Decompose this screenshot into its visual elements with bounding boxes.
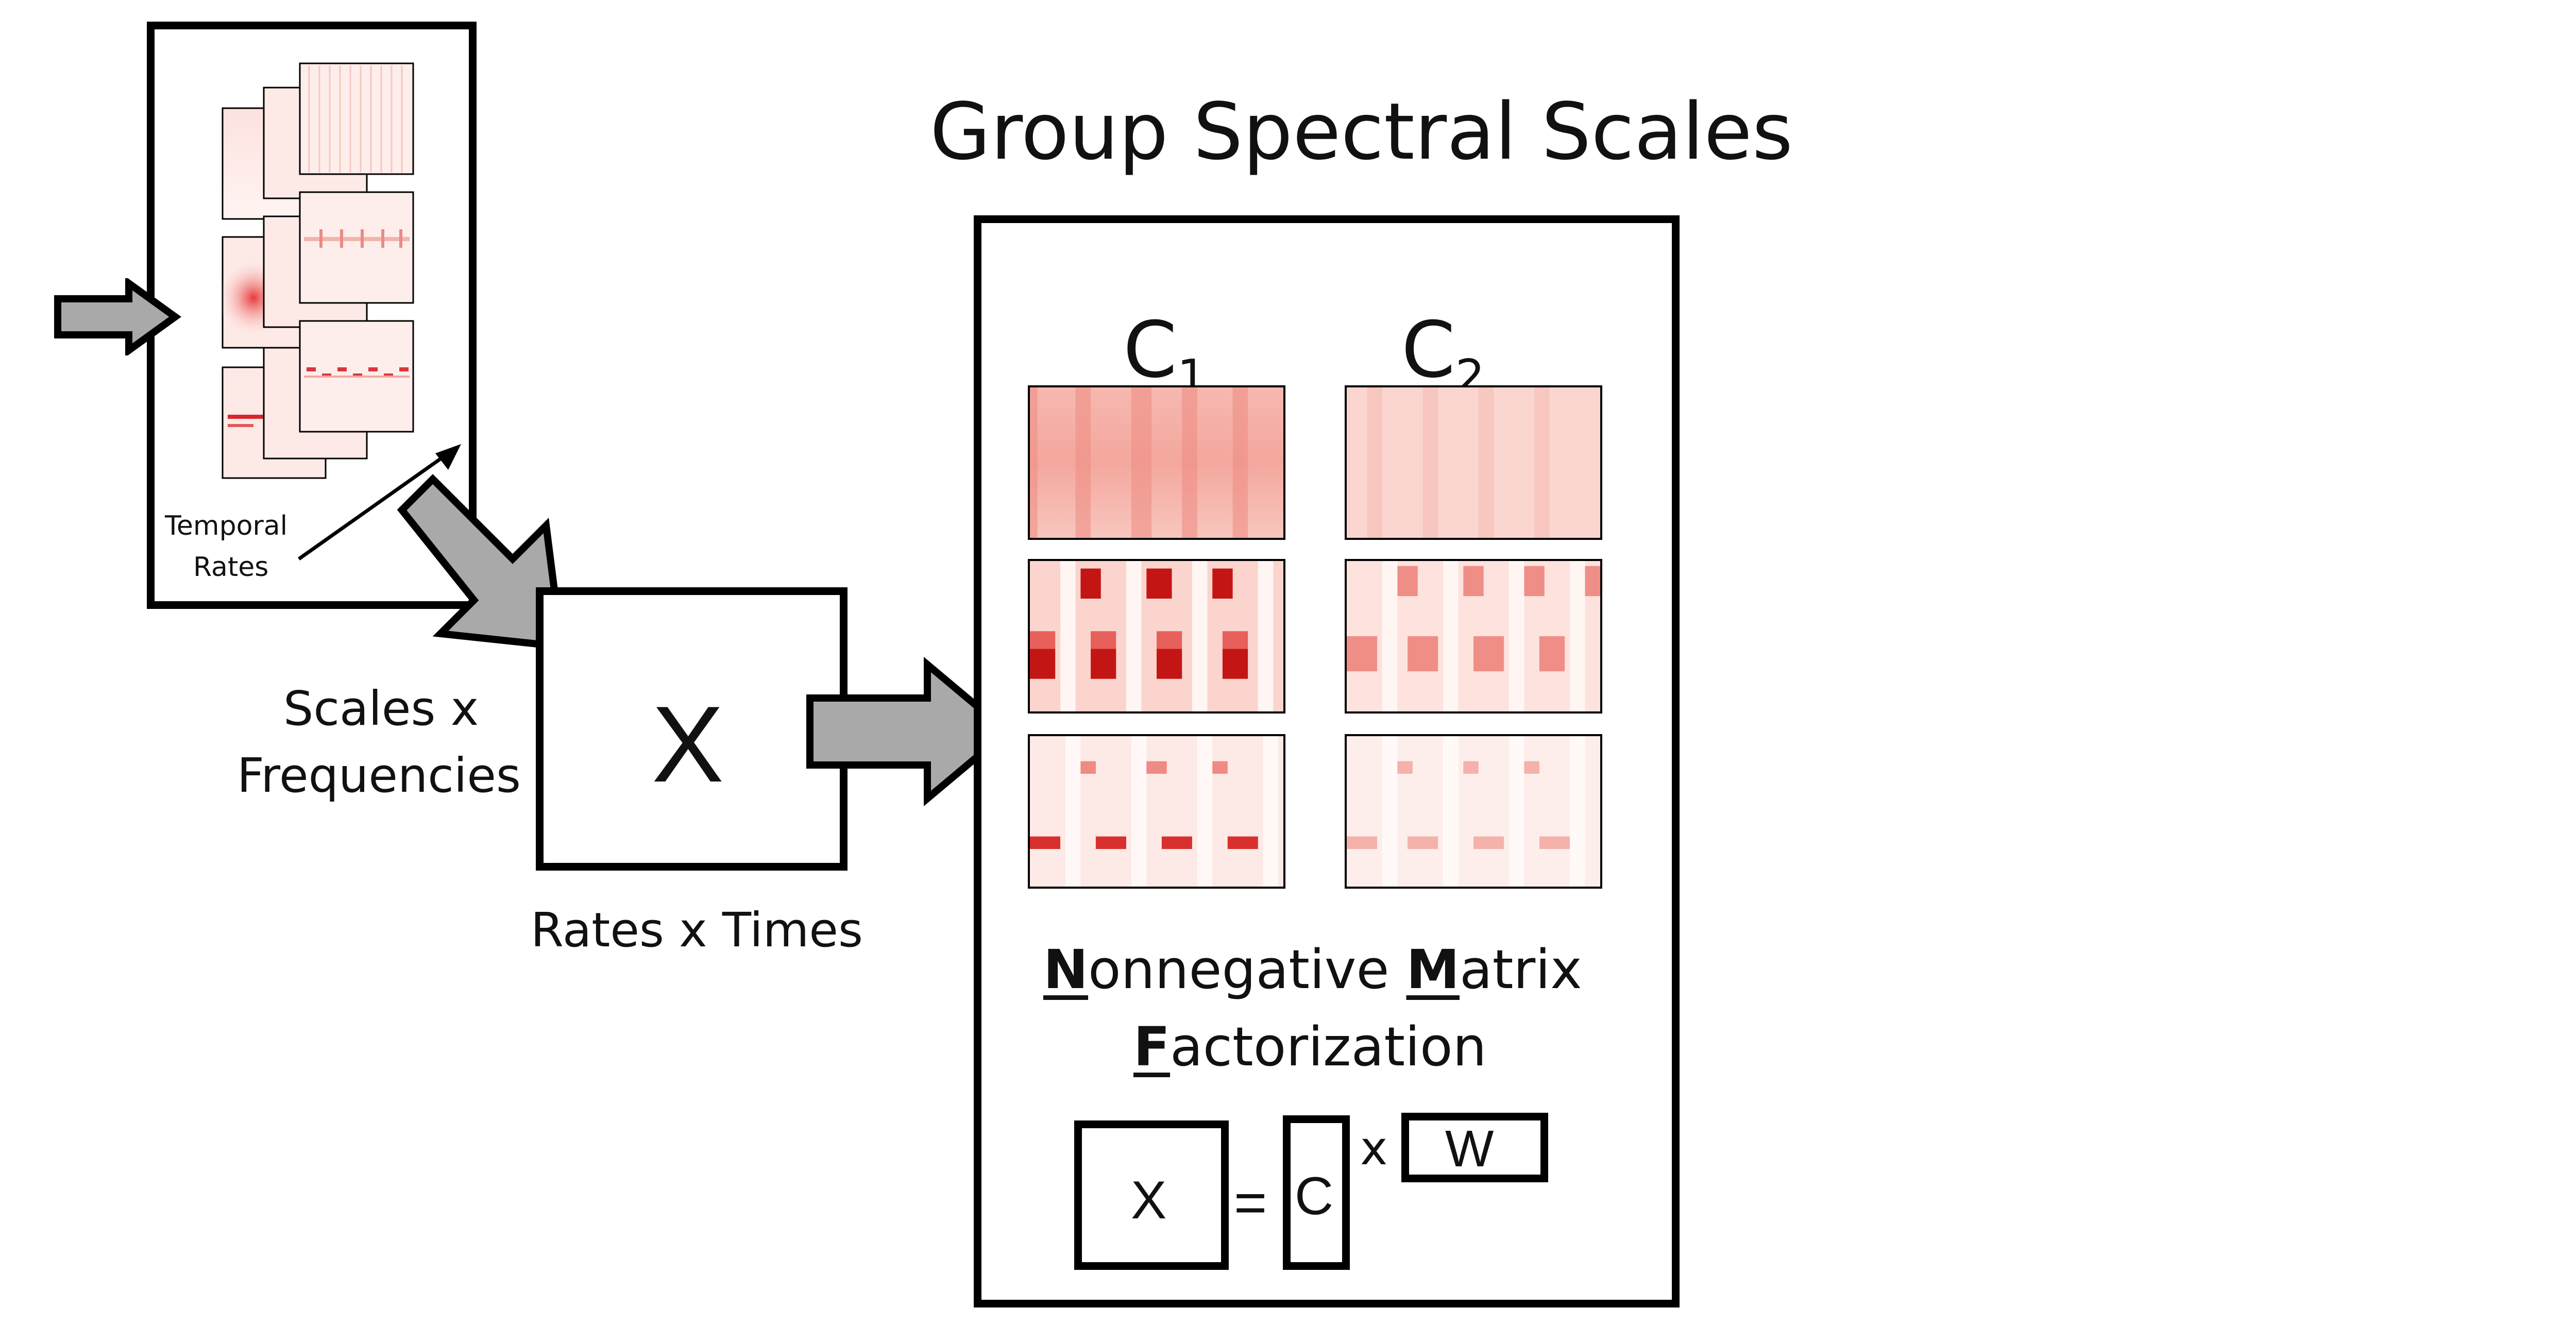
page-title: Group Spectral Scales [930, 86, 1793, 177]
scales-frequencies-label-line2: Frequencies [237, 748, 521, 803]
c1-heatmap-1 [1028, 385, 1285, 540]
c2-heatmap-3 [1345, 734, 1602, 889]
nmf-label-line2: Factorization [1133, 1015, 1487, 1078]
component-c1-label: C1 [1123, 305, 1207, 404]
diagonal-arrow-icon [397, 474, 566, 651]
scales-frequencies-label-line1: Scales x [283, 681, 479, 736]
spectrogram-stack [222, 62, 414, 479]
spectrogram-front-3 [299, 320, 414, 433]
rates-times-label: Rates x Times [531, 903, 863, 958]
equation-w-symbol: W [1445, 1120, 1494, 1178]
matrix-x-box [536, 587, 848, 871]
equation-w-box [1401, 1113, 1548, 1182]
temporal-rates-label-line2: Rates [193, 552, 269, 583]
equation-x-symbol: X [1131, 1170, 1167, 1230]
c1-heatmap-3 [1028, 734, 1285, 889]
equation-x-box [1074, 1120, 1229, 1270]
equation-c-box [1283, 1115, 1350, 1270]
matrix-x-symbol: X [652, 684, 724, 805]
c2-heatmap-1 [1345, 385, 1602, 540]
input-arrow-icon [54, 278, 181, 355]
output-arrow-icon [806, 656, 1013, 807]
temporal-rates-pointer-arrow [297, 444, 461, 560]
nmf-label-line1: Nonnegative Matrix [1043, 938, 1582, 1001]
c2-heatmap-2 [1345, 559, 1602, 714]
spectrogram-front-1 [299, 62, 414, 175]
spectrogram-front-2 [299, 191, 414, 304]
temporal-rates-label-line1: Temporal [165, 511, 288, 541]
equation-c-symbol: C [1295, 1166, 1334, 1226]
equation-times: x [1360, 1122, 1388, 1176]
c1-heatmap-2 [1028, 559, 1285, 714]
equation-equals: = [1234, 1171, 1267, 1234]
